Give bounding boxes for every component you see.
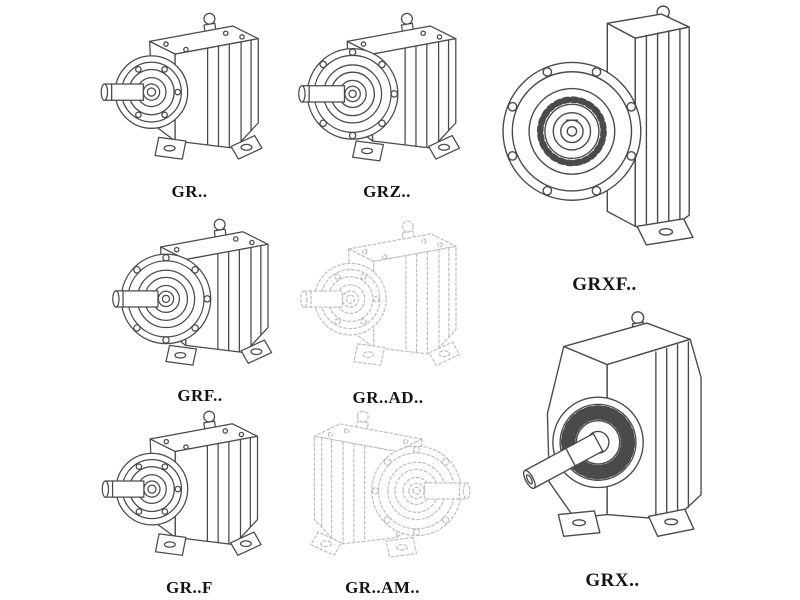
gearbox-drawing-grxf (492, 1, 717, 271)
gearbox-drawing-grz (298, 12, 461, 162)
model-figure-gr-am: GR..AM.. (285, 404, 480, 598)
gearbox-drawing-gr-ad (300, 220, 461, 366)
model-figure-gr-ad: GR..AD.. (288, 210, 488, 408)
model-figure-grx: GRX.. (495, 298, 730, 592)
model-label-gr-am: GR..AM.. (345, 578, 420, 597)
model-figure-gr-f: GR..F (92, 404, 287, 598)
model-figure-gr: GR.. (92, 4, 287, 202)
model-label-gr-ad: GR..AD.. (352, 388, 424, 407)
model-label-grf: GRF.. (177, 386, 223, 405)
model-label-gr: GR.. (171, 182, 208, 201)
gearbox-drawing-gr (100, 12, 263, 160)
gearbox-drawing-grx (495, 305, 730, 567)
model-label-grxf: GRXF.. (572, 274, 637, 295)
gearbox-drawing-gr-am (310, 410, 471, 558)
gearbox-drawing-grf (112, 218, 273, 366)
model-figure-grxf: GRXF.. (492, 0, 717, 296)
model-label-gr-f: GR..F (166, 578, 213, 597)
gearbox-drawing-gr-f (101, 410, 262, 556)
model-figure-grz: GRZ.. (292, 4, 482, 202)
model-label-grz: GRZ.. (363, 182, 411, 201)
model-figure-grf: GRF.. (100, 212, 300, 406)
model-label-grx: GRX.. (585, 570, 640, 591)
